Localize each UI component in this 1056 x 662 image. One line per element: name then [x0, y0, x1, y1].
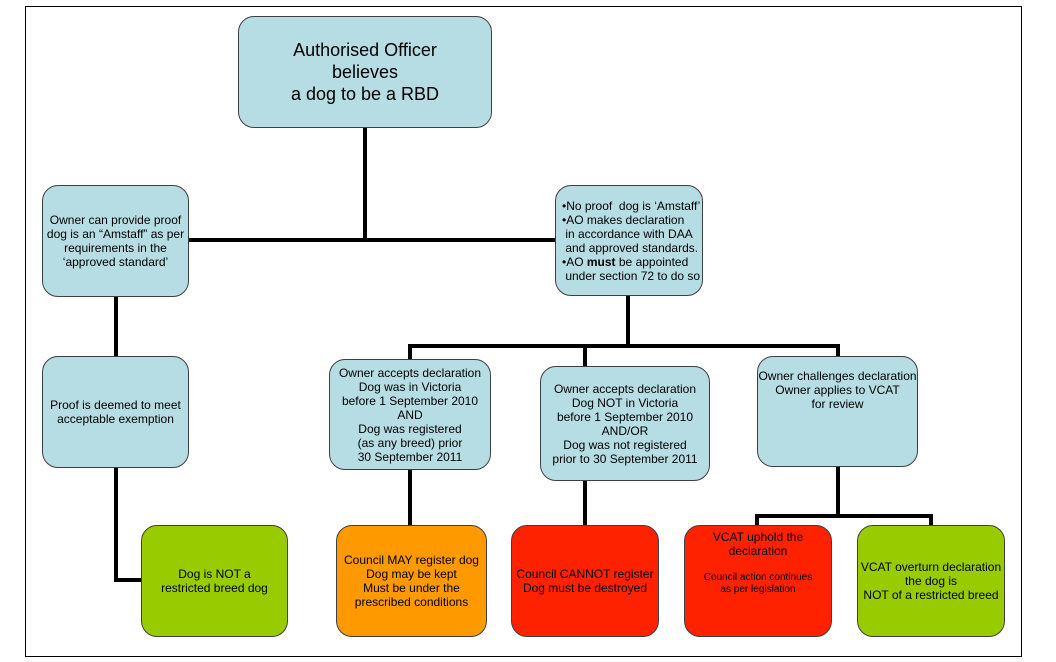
acceptvic-line-1: Owner accepts declaration: [338, 365, 482, 380]
mayregister-line-3: Must be under the: [363, 581, 460, 595]
noproof-line-5: •AO must be appointed: [562, 254, 689, 269]
proof-line-1: Owner can provide proof: [49, 213, 182, 227]
acceptnotvic-line-2: Dog NOT in Victoria: [571, 395, 679, 410]
node-owner-challenges: Owner challenges declaration Owner appli…: [757, 356, 918, 467]
acceptvic-line-5: Dog was registered: [358, 421, 462, 436]
challenge-line-4: for review: [811, 397, 864, 411]
acceptnotvic-line-3: before 1 September 2010: [556, 409, 694, 424]
overturn-line-1: VCAT overturn declaration: [860, 560, 1002, 574]
exemption-line-2: acceptable exemption: [57, 412, 174, 426]
root-node-authorised-officer: Authorised Officer believes a dog to be …: [238, 16, 492, 128]
node-vcat-uphold: VCAT uphold the declaration Council acti…: [684, 525, 832, 637]
node-council-cannot-register: Council CANNOT register Dog must be dest…: [511, 525, 659, 637]
node-accepts-dog-not-in-victoria: Owner accepts declaration Dog NOT in Vic…: [540, 366, 710, 481]
overturn-line-2: the dog is: [904, 574, 958, 588]
proof-line-3: requirements in the: [64, 241, 167, 255]
proof-line-4: ‘approved standard’: [62, 255, 169, 269]
acceptvic-line-7: 30 September 2011: [357, 449, 463, 464]
acceptnotvic-line-5: Dog was not registered: [563, 437, 687, 452]
uphold-line-1: VCAT uphold the: [712, 530, 804, 544]
cannotregister-line-3: Dog must be destroyed: [522, 581, 648, 595]
noproof-line-1: •No proof dog is ‘Amstaff’: [562, 198, 701, 213]
noproof-line-2: •AO makes declaration: [562, 212, 685, 227]
root-line-3: a dog to be a RBD: [290, 84, 440, 104]
challenge-line-3: Owner applies to VCAT: [775, 383, 900, 397]
overturn-line-3: NOT of a restricted breed: [863, 588, 999, 602]
root-line-2: believes: [331, 62, 399, 82]
acceptvic-line-6: (as any breed) prior: [357, 435, 463, 450]
noproof-line-6: under section 72 to do so: [562, 268, 701, 283]
mayregister-line-1: Council MAY register dog: [344, 553, 479, 567]
notrbd-line-1: Dog is NOT a: [178, 567, 251, 581]
acceptvic-line-2: Dog was in Victoria: [358, 379, 462, 394]
uphold-subline-1: Council action continues: [703, 572, 813, 583]
root-line-1: Authorised Officer: [293, 40, 437, 60]
acceptnotvic-line-6: prior to 30 September 2011: [552, 451, 698, 466]
acceptnotvic-line-1: Owner accepts declaration: [553, 381, 697, 396]
diagram-frame: [25, 6, 1022, 657]
node-proof-exemption: Proof is deemed to meet acceptable exemp…: [42, 356, 189, 468]
acceptvic-line-3: before 1 September 2010: [341, 393, 479, 408]
challenge-line-1: Owner challenges declaration: [758, 369, 917, 383]
node-accepts-dog-in-victoria: Owner accepts declaration Dog was in Vic…: [329, 359, 491, 470]
node-owner-provides-proof: Owner can provide proof dog is an “Amsta…: [42, 185, 189, 297]
acceptvic-line-4: AND: [397, 407, 423, 422]
node-council-may-register: Council MAY register dog Dog may be kept…: [336, 525, 487, 637]
notrbd-line-2: restricted breed dog: [161, 581, 268, 595]
noproof-line-4: and approved standards.: [562, 240, 699, 255]
mayregister-line-4: prescribed conditions: [354, 595, 469, 609]
node-vcat-overturn: VCAT overturn declaration the dog is NOT…: [857, 525, 1005, 637]
node-no-proof-declaration: •No proof dog is ‘Amstaff’ •AO makes dec…: [555, 185, 703, 296]
acceptnotvic-line-4: AND/OR: [601, 423, 649, 438]
cannotregister-line-1: Council CANNOT register: [516, 567, 654, 581]
proof-line-2: dog is an “Amstaff” as per: [46, 227, 185, 241]
node-not-restricted-breed: Dog is NOT a restricted breed dog: [141, 525, 288, 637]
uphold-line-2: declaration: [728, 544, 788, 558]
mayregister-line-2: Dog may be kept: [366, 567, 457, 581]
noproof-line-3: in accordance with DAA: [562, 226, 693, 241]
exemption-line-1: Proof is deemed to meet: [50, 398, 181, 412]
uphold-subline-2: as per legislation: [720, 584, 796, 595]
